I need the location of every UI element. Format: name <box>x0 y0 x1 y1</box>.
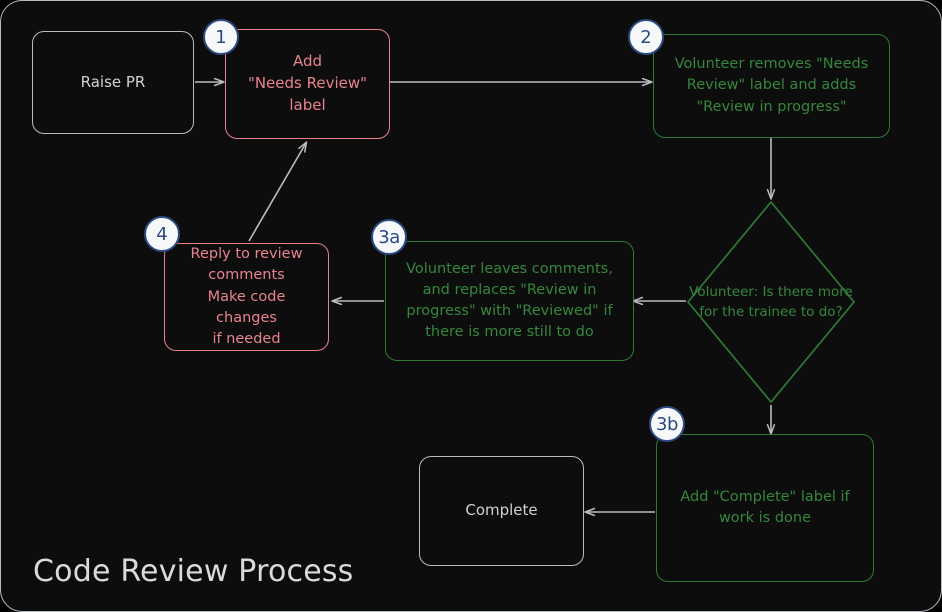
line: Review" label and adds <box>686 77 857 94</box>
node-complete[interactable]: Complete <box>419 456 584 566</box>
node-decision-more-for-trainee[interactable]: Volunteer: Is there more for the trainee… <box>685 199 857 405</box>
line: Add "Complete" label if <box>680 488 850 505</box>
node-reply-to-review-comments-text: Reply to review comments Make code chang… <box>175 244 318 349</box>
line: "Needs Review" <box>247 74 368 93</box>
line: if needed <box>212 330 281 347</box>
line: work is done <box>718 510 812 526</box>
node-add-needs-review-label: Add "Needs Review" label <box>248 51 367 116</box>
line: Make code changes <box>207 288 286 326</box>
line: label <box>289 95 326 114</box>
step-badge-1: 1 <box>203 19 239 55</box>
line: progress" with "Reviewed" if <box>406 303 613 319</box>
edge-reply-to-add-needs-review <box>248 143 306 242</box>
node-volunteer-removes-label-text: Volunteer removes "Needs Review" label a… <box>675 54 869 117</box>
step-badge-2: 2 <box>628 19 664 55</box>
line: Reply to review <box>190 246 303 263</box>
line: there is more still to do <box>425 324 594 341</box>
diamond-shape <box>687 201 855 403</box>
line: comments <box>208 267 285 284</box>
node-reply-to-review-comments[interactable]: Reply to review comments Make code chang… <box>164 243 329 351</box>
line: Add <box>292 52 323 71</box>
step-badge-3a: 3a <box>371 219 407 255</box>
node-volunteer-leaves-comments[interactable]: Volunteer leaves comments, and replaces … <box>385 241 634 361</box>
step-badge-3b: 3b <box>649 406 685 442</box>
line: Volunteer removes "Needs <box>674 56 869 73</box>
node-volunteer-leaves-comments-text: Volunteer leaves comments, and replaces … <box>406 259 613 343</box>
node-add-complete-label-text: Add "Complete" label if work is done <box>680 487 849 529</box>
node-add-complete-label[interactable]: Add "Complete" label if work is done <box>656 434 874 582</box>
step-badge-4: 4 <box>144 216 180 252</box>
node-add-needs-review[interactable]: Add "Needs Review" label <box>225 29 390 139</box>
node-raise-pr[interactable]: Raise PR <box>32 31 194 134</box>
node-volunteer-removes-label[interactable]: Volunteer removes "Needs Review" label a… <box>653 34 890 138</box>
diagram-title: Code Review Process <box>33 554 354 589</box>
line: Volunteer leaves comments, <box>406 260 613 277</box>
line: "Review in progress" <box>696 98 847 115</box>
node-raise-pr-label: Raise PR <box>80 72 146 91</box>
line: and replaces "Review in <box>422 281 597 298</box>
node-complete-label: Complete <box>465 501 538 520</box>
